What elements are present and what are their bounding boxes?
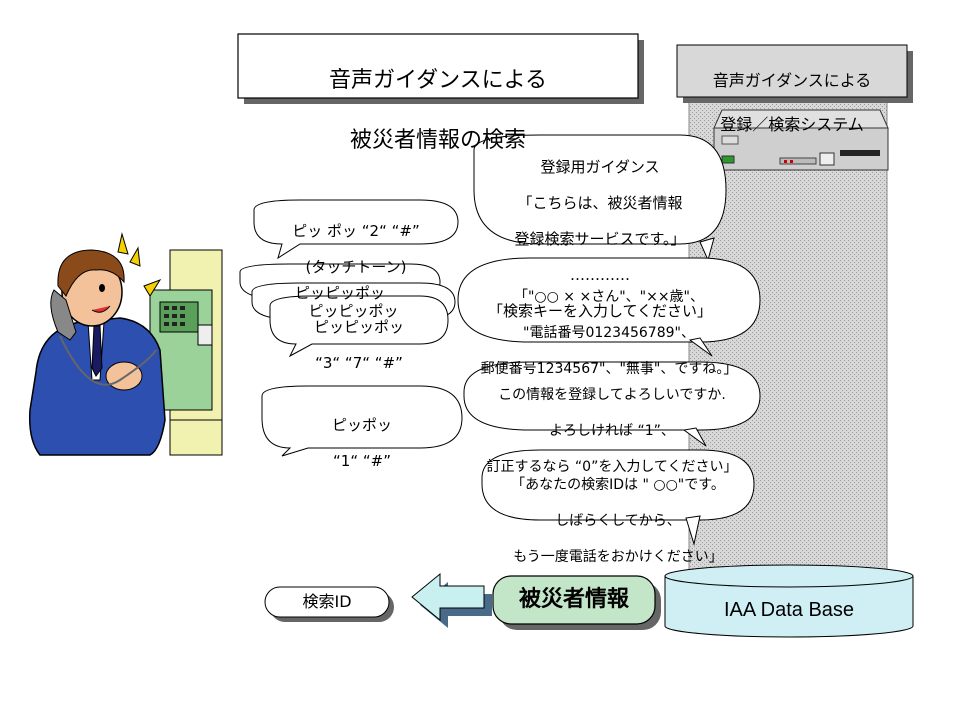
- user-bubble-4-line-2: “3“ “7“ “#”: [315, 354, 403, 372]
- system-bubble-4-line-1: 「あなたの検索IDは " ○○"です。: [511, 477, 725, 493]
- system-bubble-2-text: 「"○○ × ×さん"、"××歳"、 "電話番号0123456789"、 郵便番…: [458, 270, 760, 396]
- system-bubble-1-line-1: 登録用ガイダンス: [540, 158, 660, 176]
- user-bubble-3-line-1: ピッピッポッ: [308, 302, 399, 320]
- system-bubble-3-line-2: よろしければ “1”、: [549, 423, 675, 439]
- user-bubble-2-text: ピッピッポッ: [240, 266, 440, 320]
- system-bubble-3: [463, 361, 761, 447]
- system-bubble-2-line-2: "電話番号0123456789"、: [523, 325, 695, 341]
- system-bubble-4-line-2: しばらくしてから、: [555, 513, 681, 529]
- system-bubble-3-text: この情報を登録してよろしいですか. よろしければ “1”、 訂正するなら “0”…: [464, 368, 760, 494]
- victim-info-box: [492, 575, 661, 630]
- system-label: 音声ガイダンスによる 登録／検索システム: [677, 48, 907, 158]
- title-text: 音声ガイダンスによる 被災者情報の検索: [238, 36, 638, 186]
- user-bubble-5-line-2: “1“ “#”: [333, 452, 391, 470]
- database-cylinder: [664, 564, 914, 638]
- user-bubble-4-text: ピッピッポッ “3“ “7“ “#”: [270, 300, 448, 390]
- system-bubble-1-line-5: 「検索キーを入力してください」: [487, 302, 713, 320]
- search-id-label: 検索ID: [302, 592, 352, 611]
- system-bubble-2-line-3: 郵便番号1234567"、"無事"、ですね。」: [480, 361, 738, 377]
- system-bubble-2: [457, 257, 761, 357]
- system-bubble-1: [473, 134, 727, 262]
- system-bubble-3-line-3: 訂正するなら “0”を入力してください」: [486, 459, 738, 475]
- user-bubble-4: [269, 295, 449, 358]
- system-bubble-2-line-1: 「"○○ × ×さん"、"××歳"、: [513, 289, 704, 305]
- user-bubble-5: [261, 385, 463, 457]
- search-id-pill: [264, 586, 394, 622]
- system-bubble-1-line-4: …………: [570, 266, 630, 284]
- system-bubble-1-line-3: 登録検索サービスです。」: [514, 230, 686, 248]
- system-bubble-1-line-2: 「こちらは、被災者情報: [517, 194, 683, 212]
- left-arrow: [411, 572, 492, 628]
- user-bubble-2-line-1: ピッピッポッ: [294, 284, 385, 302]
- system-bubble-4-line-3: もう一度電話をおかけください」: [513, 549, 723, 565]
- system-label-line-2: 登録／検索システム: [720, 115, 864, 134]
- user-bubble-1-line-1: ピッ ポッ “2“ “#”: [292, 222, 420, 240]
- server-icon: [713, 109, 889, 171]
- system-bubble-3-line-1: この情報を登録してよろしいですか.: [498, 387, 726, 403]
- user-bubble-1-line-2: (タッチトーン): [305, 258, 407, 276]
- title-line-1: 音声ガイダンスによる: [328, 68, 548, 93]
- system-bubble-4: [481, 449, 755, 546]
- database-label: IAA Data Base: [723, 599, 855, 621]
- title-box: [237, 33, 644, 104]
- man-on-phone-illustration: [28, 232, 166, 456]
- system-bubble-4-text: 「あなたの検索IDは " ○○"です。 しばらくしてから、 もう一度電話をおかけ…: [482, 458, 754, 584]
- user-bubble-1: [253, 199, 459, 260]
- title-line-2: 被災者情報の検索: [349, 128, 526, 153]
- user-bubble-5-text: ピッポッ “1“ “#”: [262, 398, 462, 488]
- system-bubble-1-text: 登録用ガイダンス 「こちらは、被災者情報 登録検索サービスです。」 ………… 「…: [474, 140, 726, 338]
- system-label-line-1: 音声ガイダンスによる: [712, 71, 872, 90]
- user-bubble-3-text: ピッピッポッ: [252, 284, 455, 338]
- victim-info-label: 被災者情報: [518, 587, 629, 612]
- user-bubble-1-text: ピッ ポッ “2“ “#” (タッチトーン): [254, 204, 458, 294]
- user-bubble-4-line-1: ピッピッポッ: [313, 318, 404, 336]
- user-bubble-5-line-1: ピッポッ: [331, 416, 392, 434]
- system-label-box: [676, 44, 913, 103]
